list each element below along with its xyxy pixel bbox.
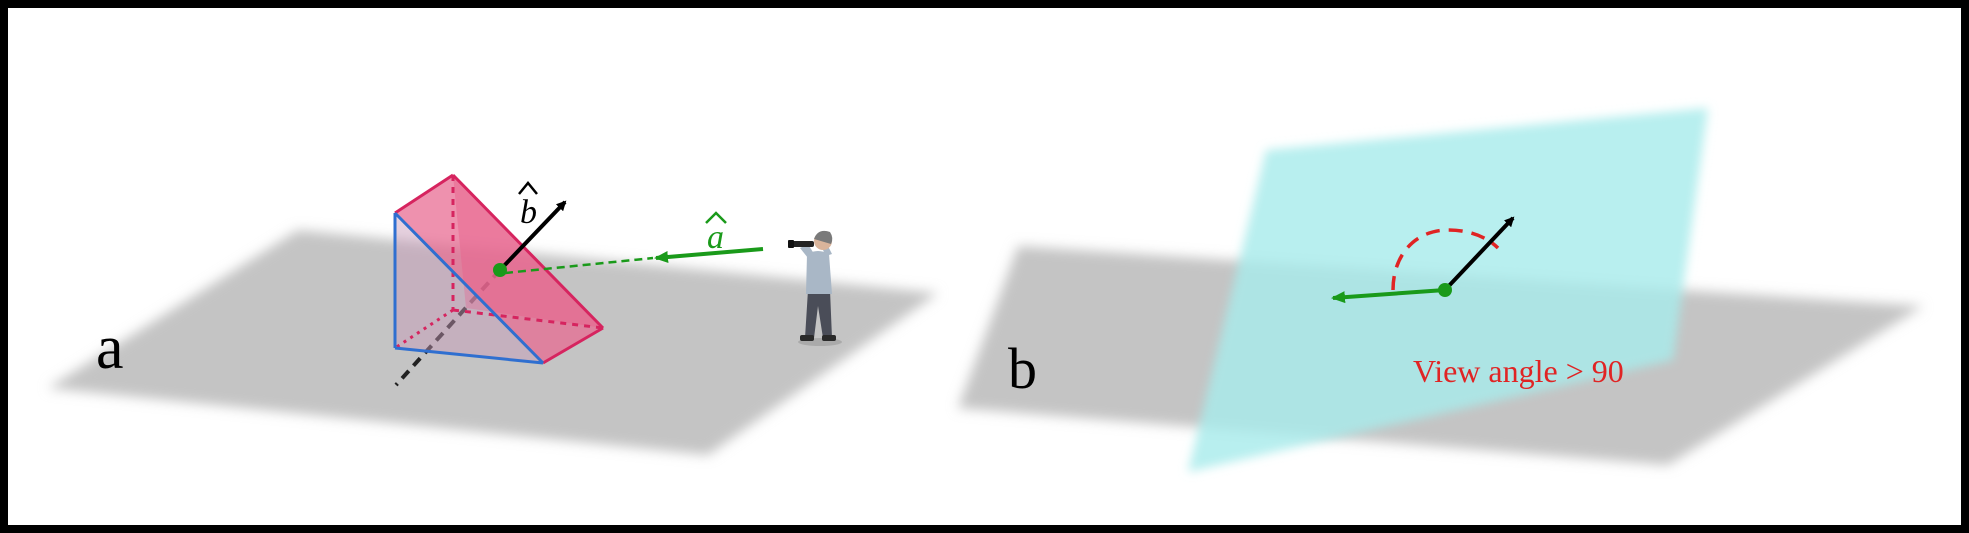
- origin-point-b: [1438, 283, 1452, 297]
- panel-a: a b a: [48, 173, 938, 455]
- vector-a-dashed-line: [504, 256, 654, 275]
- prism-edge: [451, 173, 605, 330]
- panel-b: b View angle > 90: [958, 108, 1923, 472]
- diagram-canvas: a b a: [48, 108, 1923, 472]
- vector-a-label: a: [707, 219, 724, 256]
- prism-blue-edge: [394, 346, 544, 365]
- prism-edge: [394, 173, 454, 215]
- vector-a-arrow: [654, 247, 764, 263]
- vector-b-arrow: [498, 200, 567, 272]
- prism-hidden-edge: [394, 308, 454, 350]
- person-with-binoculars-icon: [788, 230, 842, 346]
- prism-edge: [542, 326, 604, 365]
- figure-frame: a b a: [8, 8, 1961, 525]
- view-angle-arc: [1391, 228, 1500, 291]
- normal-vector-arrow: [1443, 216, 1515, 292]
- circumflex-hat-icon: [518, 181, 538, 195]
- ground-plane-a: [48, 230, 938, 455]
- view-angle-annotation: View angle > 90: [1413, 353, 1624, 389]
- panel-label-b: b: [1008, 336, 1037, 401]
- circumflex-hat-icon: [705, 211, 727, 224]
- origin-point-a: [493, 263, 507, 277]
- prism-hidden-edge: [452, 308, 604, 330]
- prism-blue-edge: [393, 211, 545, 365]
- view-vector-arrow: [1331, 288, 1446, 304]
- panel-label-a: a: [96, 314, 124, 382]
- vector-b-label: b: [520, 194, 537, 231]
